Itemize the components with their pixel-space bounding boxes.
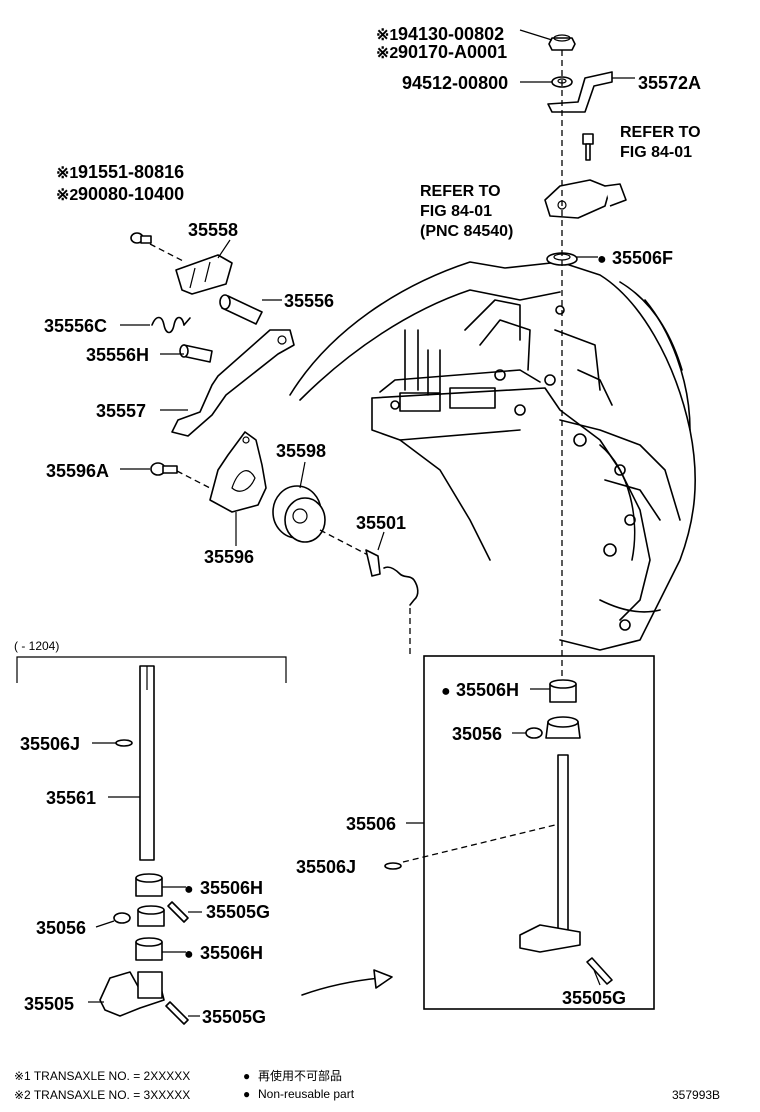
cam-plate-35558-drawing: [175, 254, 233, 295]
pin-35505G-lower-drawing: [165, 1001, 189, 1025]
part-label-35598: 35598: [276, 441, 326, 461]
pin-35506J-drawing: [384, 862, 402, 870]
bushing-35506H-drawing: [549, 679, 577, 703]
nonreusable-mark-35506H-box: ●: [441, 683, 451, 700]
part-label-35558: 35558: [188, 220, 238, 240]
collar-35056-drawing: [525, 716, 581, 739]
pin-35505G-upper-drawing: [167, 901, 189, 923]
lever-35557-drawing: [171, 329, 295, 437]
part-label-35506J-lower: 35506J: [20, 734, 80, 754]
part-label-35556H: 35556H: [86, 345, 149, 365]
sensor-35501-drawing: [319, 529, 419, 606]
shaft-assembly-box: [423, 655, 655, 1010]
part-label-35556: 35556: [284, 291, 334, 311]
range-note: ( - 1204): [14, 639, 59, 653]
part-label-35505G-box: 35505G: [562, 988, 626, 1008]
part-label-90080-10400: 90080-10400: [78, 184, 184, 204]
part-label-35056-lower: 35056: [36, 918, 86, 938]
bolt-35596A-drawing: [150, 462, 178, 476]
part-label-35506H-lower: 35506H: [200, 943, 263, 963]
lever-35505-drawing: [99, 971, 165, 1017]
legend-bullet-jp: ●: [243, 1069, 250, 1083]
note-mark-2: ※2: [376, 45, 398, 62]
part-label-35561: 35561: [46, 788, 96, 808]
spring-35556C-drawing: [151, 316, 191, 334]
refer-upper-line2: FIG 84-01: [620, 144, 692, 161]
legend-nonreusable-en: Non-reusable part: [258, 1087, 355, 1101]
part-label-35572A: 35572A: [638, 73, 701, 93]
neutral-switch-drawing: [544, 179, 627, 219]
leader-lines: [88, 29, 635, 1017]
pin-35505G-drawing: [586, 957, 613, 985]
refer-upper-line1: REFER TO: [620, 124, 701, 141]
part-label-35556C: 35556C: [44, 316, 107, 336]
transaxle-housing-drawing: [289, 261, 696, 651]
part-label-35501: 35501: [356, 513, 406, 533]
part-label-35505G-upper: 35505G: [206, 902, 270, 922]
part-label-35056-box: 35056: [452, 724, 502, 744]
nonreusable-mark-35506H-lower: ●: [184, 946, 194, 963]
part-label-35596: 35596: [204, 547, 254, 567]
figure-id: 357993B: [672, 1088, 720, 1102]
pin-35556-drawing: [219, 294, 263, 325]
legend-nonreusable-jp: 再使用不可部品: [258, 1068, 342, 1083]
arrow-drawing: [301, 969, 393, 996]
shaft-35561-drawing: [139, 665, 155, 861]
refer-lower-line1: REFER TO: [420, 183, 501, 200]
pin-35556H-drawing: [179, 344, 213, 363]
part-label-35506J-box: 35506J: [296, 857, 356, 877]
note-mark-3: ※1: [56, 165, 78, 182]
part-label-35506H-upper: 35506H: [200, 878, 263, 898]
bolt-drawing: [582, 133, 594, 161]
collar-lower-drawing: [113, 905, 165, 927]
legend-transaxle-2: ※2 TRANSAXLE NO. = 3XXXXX: [14, 1088, 190, 1102]
indicator-35598-drawing: [272, 485, 326, 543]
part-label-35557: 35557: [96, 401, 146, 421]
part-label-35506F: 35506F: [612, 248, 673, 268]
part-label-90170-A0001: 90170-A0001: [398, 42, 507, 62]
refer-lower-line2: FIG 84-01: [420, 203, 492, 220]
legend-transaxle-1: ※1 TRANSAXLE NO. = 2XXXXX: [14, 1069, 190, 1083]
bolt-small-drawing: [130, 232, 152, 244]
shaft-35506-drawing: [519, 754, 581, 953]
part-label-35506: 35506: [346, 814, 396, 834]
refer-lower-line3: (PNC 84540): [420, 223, 513, 240]
part-label-35506H-box: 35506H: [456, 680, 519, 700]
range-bracket: [16, 656, 287, 683]
part-label-91551-80816: 91551-80816: [78, 162, 184, 182]
part-labels: ※1 94130-00802 ※2 90170-A0001 94512-0080…: [14, 24, 720, 1102]
bushing-upper-drawing: [135, 873, 163, 897]
nonreusable-mark-35506H-upper: ●: [184, 881, 194, 898]
nonreusable-mark-35506F: ●: [597, 251, 607, 268]
part-label-35505: 35505: [24, 994, 74, 1014]
note-mark-1: ※1: [376, 27, 398, 44]
part-label-94512-00800: 94512-00800: [402, 73, 508, 93]
nut-drawing: [548, 34, 576, 51]
bracket-35572A-drawing: [547, 71, 613, 113]
part-label-35596A: 35596A: [46, 461, 109, 481]
legend-bullet-en: ●: [243, 1087, 250, 1101]
bushing-lower-drawing: [135, 937, 163, 961]
part-label-94130-00802: 94130-00802: [398, 24, 504, 44]
pin-35506J-lower-drawing: [115, 739, 133, 747]
note-mark-4: ※2: [56, 187, 78, 204]
detent-plate-35596-drawing: [209, 431, 267, 513]
part-label-35505G-lower: 35505G: [202, 1007, 266, 1027]
